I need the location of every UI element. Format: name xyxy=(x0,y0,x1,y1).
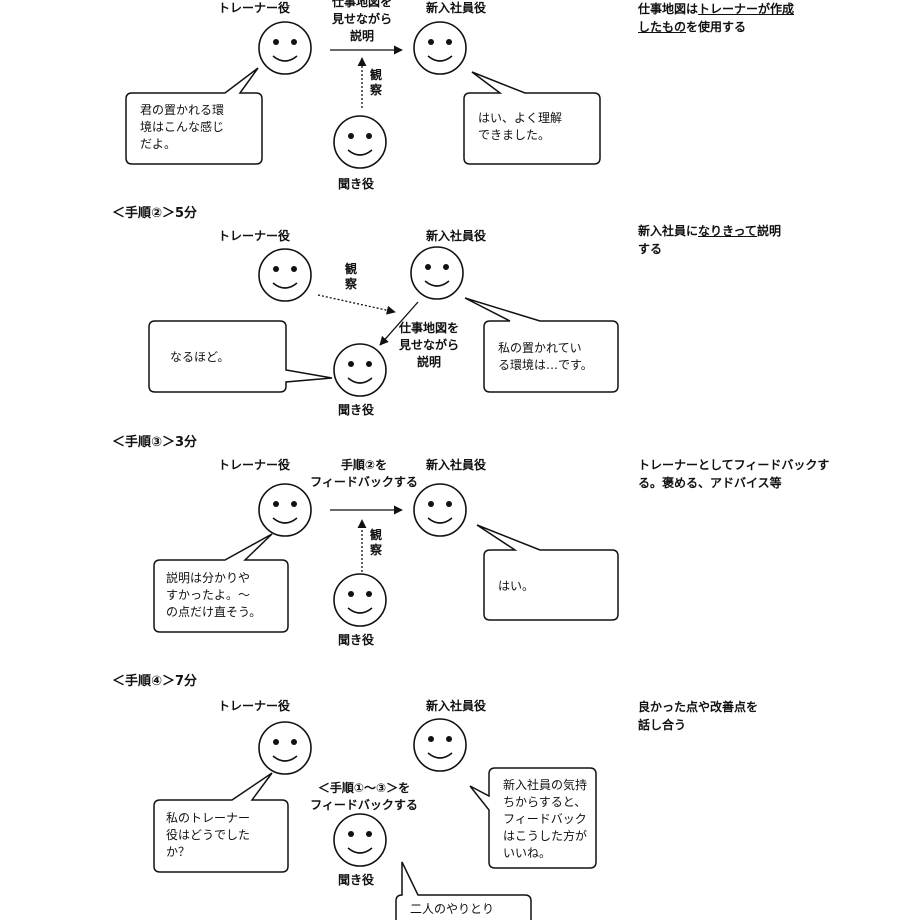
trainer-role-label-3: トレーナー役 xyxy=(218,458,291,472)
observe-arrow-2 xyxy=(317,294,396,315)
listener-role-label-3: 聞き役 xyxy=(338,633,375,647)
listener-bubble-text-2: なるほど。 xyxy=(170,350,230,364)
listener-role-label-2: 聞き役 xyxy=(338,403,375,417)
trainer-face-4 xyxy=(258,721,312,775)
note-1: 仕事地図はトレーナーが作成 したものを使用する xyxy=(638,2,795,34)
newcomer-face-4 xyxy=(413,718,467,772)
newcomer-face-2 xyxy=(410,246,464,300)
trainer-bubble-text-3: 説明は分かりや すかったよ。～ の点だけ直そう。 xyxy=(166,571,262,619)
newcomer-bubble-text-1: はい、よく理解 できました。 xyxy=(478,111,563,142)
note-4: 良かった点や改善点を 話し合う xyxy=(638,700,759,732)
newcomer-bubble-text-4: 新入社員の気持 ちからすると、 フィードバック はこうした方が いいね。 xyxy=(503,778,588,860)
newcomer-bubble-text-2: 私の置かれてい る環境は…です。 xyxy=(498,341,593,372)
newcomer-role-label-4: 新入社員役 xyxy=(426,699,487,713)
listener-role-label-1: 聞き役 xyxy=(338,177,375,191)
observe-label-2: 観察 xyxy=(345,262,358,291)
explain-arrow-2 xyxy=(379,301,419,346)
trainer-role-label-2: トレーナー役 xyxy=(218,229,291,243)
listener-bubble-4 xyxy=(395,861,532,920)
listener-bubble-text-4: 二人のやりとり xyxy=(410,902,495,916)
newcomer-role-label-3: 新入社員役 xyxy=(426,458,487,472)
arrow-label-2: 仕事地図を 見せながら 説明 xyxy=(398,321,459,369)
step-heading-3: ＜手順③＞3分 xyxy=(112,435,198,450)
arrow-label-1: 仕事地図を 見せながら 説明 xyxy=(331,0,392,43)
trainer-face-2 xyxy=(258,248,312,302)
newcomer-face-1 xyxy=(413,21,467,75)
trainer-bubble-4 xyxy=(153,772,289,873)
note-3: トレーナーとしてフィードバックす る。褒める、アドバイス等 xyxy=(638,458,830,490)
listener-face-2 xyxy=(333,343,387,397)
step-heading-4: ＜手順④＞7分 xyxy=(112,674,198,689)
newcomer-bubble-2 xyxy=(464,297,619,393)
newcomer-face-3 xyxy=(413,483,467,537)
newcomer-role-label-1: 新入社員役 xyxy=(426,1,487,15)
listener-face-4 xyxy=(333,813,387,867)
trainer-bubble-text-4: 私のトレーナー 役はどうでした か？ xyxy=(166,811,251,859)
newcomer-bubble-1 xyxy=(463,71,601,165)
trainer-bubble-3 xyxy=(153,533,289,633)
arrow-label-3: 手順②を フィードバックする xyxy=(310,458,418,489)
listener-role-label-4: 聞き役 xyxy=(338,873,375,887)
trainer-bubble-1 xyxy=(125,67,263,165)
listener-face-3 xyxy=(333,573,387,627)
newcomer-bubble-text-3: はい。 xyxy=(498,579,535,593)
trainer-face-3 xyxy=(258,483,312,537)
note-2: 新入社員になりきって説明 する xyxy=(638,224,781,256)
observe-label-1: 観察 xyxy=(370,68,383,97)
newcomer-role-label-2: 新入社員役 xyxy=(426,229,487,243)
trainer-face-1 xyxy=(258,21,312,75)
step-heading-2: ＜手順②＞5分 xyxy=(112,206,198,221)
listener-face-1 xyxy=(333,115,387,169)
listener-bubble-2 xyxy=(148,320,333,393)
center-label-4: ＜手順①～③＞を フィードバックする xyxy=(310,781,418,812)
observe-label-3: 観察 xyxy=(370,528,383,557)
newcomer-bubble-3 xyxy=(476,524,619,621)
trainer-bubble-text-1: 君の置かれる環 境はこんな感じ だよ。 xyxy=(140,103,225,151)
trainer-role-label-1: トレーナー役 xyxy=(218,1,291,15)
trainer-role-label-4: トレーナー役 xyxy=(218,699,291,713)
newcomer-bubble-4 xyxy=(469,767,597,869)
